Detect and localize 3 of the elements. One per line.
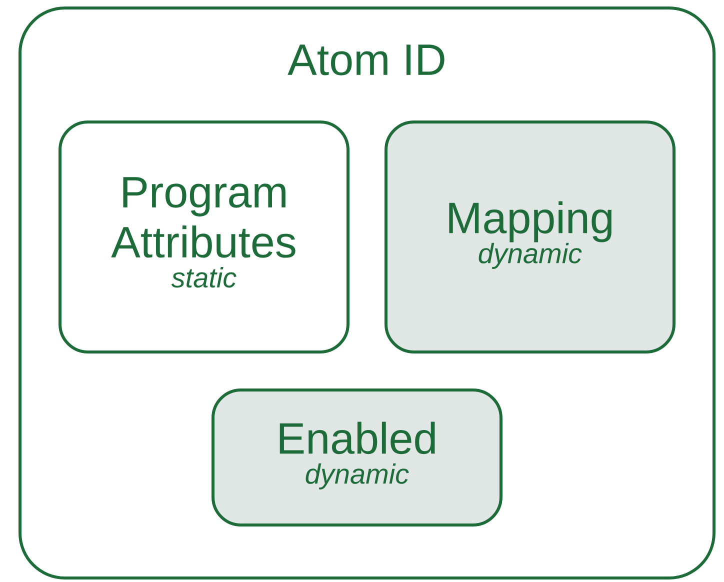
rounded-box: Mapping dynamic bbox=[384, 120, 676, 354]
rounded-box: Program Attributes static bbox=[58, 120, 350, 354]
rounded-box: Enabled dynamic bbox=[212, 388, 502, 526]
